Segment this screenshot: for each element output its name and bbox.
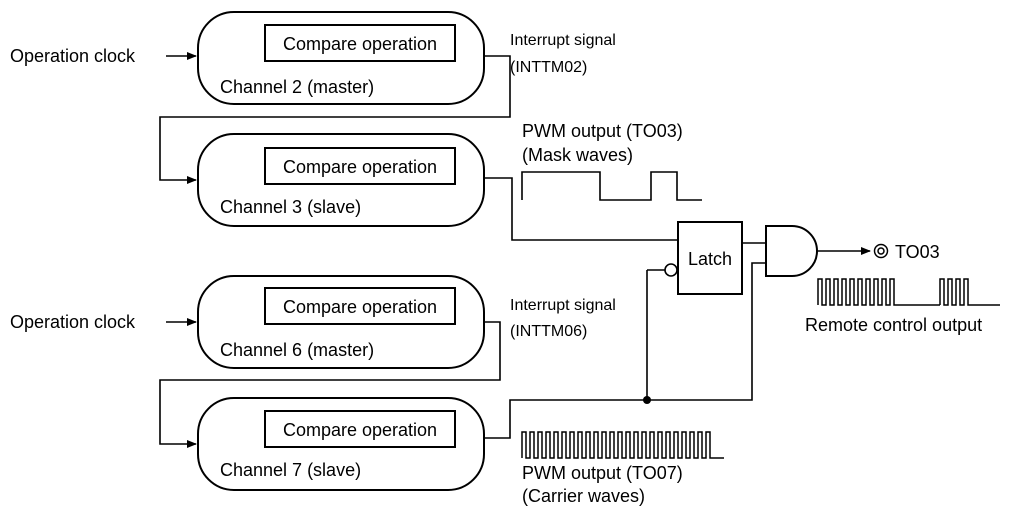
interrupt-signal-label-2: Interrupt signal (510, 297, 616, 314)
ch7-to-and-line (484, 262, 766, 439)
channel-6-compare-label: Compare operation (283, 297, 437, 317)
and-gate-icon (765, 225, 818, 277)
mask-waveform-icon (521, 171, 702, 201)
inverter-bubble-icon (664, 263, 678, 277)
pwm-carrier-sublabel: (Carrier waves) (522, 486, 645, 506)
output-pin-label: TO03 (895, 242, 940, 262)
latch-label: Latch (688, 249, 732, 269)
channel-7-label: Channel 7 (slave) (220, 460, 361, 480)
remote-output-waveform-icon (817, 278, 1000, 306)
operation-clock-label-1: Operation clock (10, 46, 136, 66)
channel-3-compare-label: Compare operation (283, 157, 437, 177)
channel-2-compare-label: Compare operation (283, 34, 437, 54)
carrier-waveform-icon (521, 431, 724, 459)
channel-7-compare-box (264, 410, 456, 448)
junction-dot (643, 396, 651, 404)
channel-2-label: Channel 2 (master) (220, 77, 374, 97)
channel-3-compare-box (264, 147, 456, 185)
pwm-mask-label: PWM output (TO03) (522, 121, 683, 141)
channel-3-label: Channel 3 (slave) (220, 197, 361, 217)
interrupt-signal-name-1: (INTTM02) (510, 59, 587, 76)
ch3-to-latch-line (484, 177, 678, 241)
latch-block (677, 221, 743, 295)
channel-6-label: Channel 6 (master) (220, 340, 374, 360)
interrupt-signal-label-1: Interrupt signal (510, 32, 616, 49)
channel-6-compare-box (264, 287, 456, 325)
channel-2-compare-box (264, 24, 456, 62)
remote-output-label: Remote control output (805, 315, 982, 335)
pwm-mask-sublabel: (Mask waves) (522, 145, 633, 165)
channel-7-compare-label: Compare operation (283, 420, 437, 440)
interrupt-line-2 (159, 321, 501, 448)
interrupt-signal-name-2: (INTTM06) (510, 323, 587, 340)
interrupt-line-1 (159, 55, 511, 184)
operation-clock-label-2: Operation clock (10, 312, 136, 332)
pwm-carrier-label: PWM output (TO07) (522, 463, 683, 483)
